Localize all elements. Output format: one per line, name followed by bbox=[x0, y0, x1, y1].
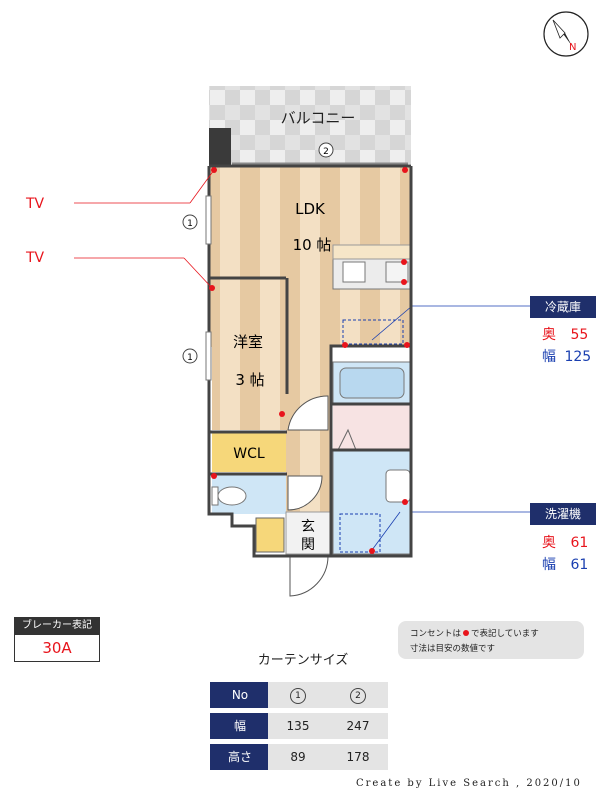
outlet-dot bbox=[369, 548, 375, 554]
balcony-label: バルコニー bbox=[281, 109, 356, 127]
compass-needle-tail bbox=[552, 19, 566, 39]
curtain-header-no: No bbox=[210, 682, 270, 708]
tv-label-2: TV bbox=[25, 250, 45, 266]
note-box: コンセントはで表記しています 寸法は目安の数値です bbox=[398, 621, 584, 659]
walls bbox=[207, 164, 413, 558]
fridge-depth-label: 奥 bbox=[542, 327, 556, 343]
washer-depth-label: 奥 bbox=[542, 535, 556, 551]
washer-depth: 奥 61 bbox=[542, 532, 588, 552]
outer-wall bbox=[207, 166, 413, 558]
western-door-swing bbox=[287, 395, 329, 431]
wcl-floor bbox=[212, 432, 286, 472]
washbasin bbox=[385, 469, 411, 503]
washer-width: 幅 61 bbox=[542, 554, 588, 574]
entrance-label-2: 関 bbox=[301, 537, 315, 553]
washroom-floor bbox=[333, 404, 411, 450]
tv-label-1: TV bbox=[25, 196, 45, 212]
fridge-leader-diag bbox=[371, 305, 413, 341]
outlet-dot bbox=[404, 342, 410, 348]
outlet-symbol-icon bbox=[463, 630, 470, 636]
balcony-wall-left bbox=[209, 128, 231, 168]
shoe-box bbox=[255, 517, 285, 553]
balcony-window-number: 2 bbox=[323, 147, 329, 157]
ldk-side-window bbox=[205, 195, 212, 245]
western-room-floor bbox=[212, 280, 286, 430]
western-window-number: 1 bbox=[187, 353, 193, 363]
fridge-width-value: 125 bbox=[564, 349, 592, 365]
outlet-dot bbox=[211, 167, 217, 173]
curtain-row-width-1: 135 bbox=[268, 713, 328, 739]
western-window-marker bbox=[182, 348, 198, 364]
western-side-window bbox=[205, 331, 212, 381]
ldk-window-number: 1 bbox=[187, 219, 193, 229]
note-line-1-before: コンセントは bbox=[410, 629, 462, 639]
curtain-row-height-1: 89 bbox=[268, 744, 328, 770]
western-size: 3 帖 bbox=[235, 371, 264, 389]
fridge-width-label: 幅 bbox=[542, 349, 556, 365]
outlet-dot bbox=[401, 259, 407, 265]
toilet-tank bbox=[211, 486, 219, 506]
ldk-size: 10 帖 bbox=[293, 236, 332, 254]
wcl-label: WCL bbox=[233, 446, 265, 462]
fridge-depth: 奥 55 bbox=[542, 324, 588, 344]
curtain-row-width-2: 247 bbox=[328, 713, 388, 739]
curtain-row-width-label: 幅 bbox=[210, 713, 270, 739]
tv-leader-2-diag bbox=[183, 257, 213, 289]
fridge-width: 幅 125 bbox=[542, 346, 591, 366]
outlet-dot bbox=[209, 285, 215, 291]
floor-plan: N バルコニー 2 棚 WCL 玄 関 bbox=[25, 11, 589, 597]
outlet-dot bbox=[279, 411, 285, 417]
outlet-dot bbox=[211, 473, 217, 479]
curtain-row-height-2: 178 bbox=[328, 744, 388, 770]
compass-ring bbox=[543, 11, 589, 57]
kitchen-sink bbox=[342, 261, 366, 283]
outlet-dot bbox=[402, 499, 408, 505]
western-name: 洋室 bbox=[233, 333, 263, 351]
curtain-title: カーテンサイズ bbox=[257, 653, 349, 668]
washer-width-value: 61 bbox=[570, 557, 589, 573]
washer-title: 洗濯機 bbox=[530, 503, 596, 525]
washer-space bbox=[339, 513, 381, 553]
curtain-header-1: 1 bbox=[268, 682, 328, 708]
washer-leader-diag bbox=[371, 511, 401, 551]
balcony-area bbox=[209, 86, 411, 164]
toilet-door-swing bbox=[287, 475, 323, 511]
kitchen-cooktop-top bbox=[332, 244, 412, 260]
washer-width-label: 幅 bbox=[542, 557, 556, 573]
kitchen-stove bbox=[385, 261, 409, 283]
note-line-1: コンセントはで表記しています bbox=[410, 627, 584, 642]
balcony-window-marker bbox=[318, 142, 334, 158]
breaker-title: ブレーカー表記 bbox=[14, 617, 100, 634]
curtain-header-1-circle: 1 bbox=[290, 687, 306, 704]
compass-label: N bbox=[569, 42, 576, 53]
tv-leader-1-diag bbox=[189, 169, 215, 204]
fridge-depth-value: 55 bbox=[570, 327, 589, 343]
entrance-door-swing bbox=[289, 555, 329, 597]
credit-text: Create by Live Search , 2020/10 bbox=[356, 778, 582, 789]
toilet-bowl bbox=[217, 486, 247, 506]
curtain-row-height-label: 高さ bbox=[210, 744, 270, 770]
outlet-dot bbox=[342, 342, 348, 348]
outlet-dot bbox=[402, 167, 408, 173]
curtain-header-2-circle: 2 bbox=[350, 687, 366, 704]
breaker-value: 30A bbox=[14, 634, 100, 662]
outlets bbox=[209, 167, 410, 554]
outlet-dot bbox=[401, 279, 407, 285]
fridge-title: 冷蔵庫 bbox=[530, 296, 596, 318]
washer-depth-value: 61 bbox=[570, 535, 589, 551]
ldk-window-marker bbox=[182, 214, 198, 230]
ldk-name: LDK bbox=[295, 200, 326, 218]
curtain-header-2: 2 bbox=[328, 682, 388, 708]
compass: N bbox=[543, 11, 589, 57]
note-line-2: 寸法は目安の数値です bbox=[410, 644, 496, 654]
note-line-1-after: で表記しています bbox=[471, 629, 539, 639]
entrance-label-1: 玄 bbox=[301, 518, 315, 535]
bathtub bbox=[339, 367, 405, 399]
fridge-space bbox=[342, 319, 404, 345]
